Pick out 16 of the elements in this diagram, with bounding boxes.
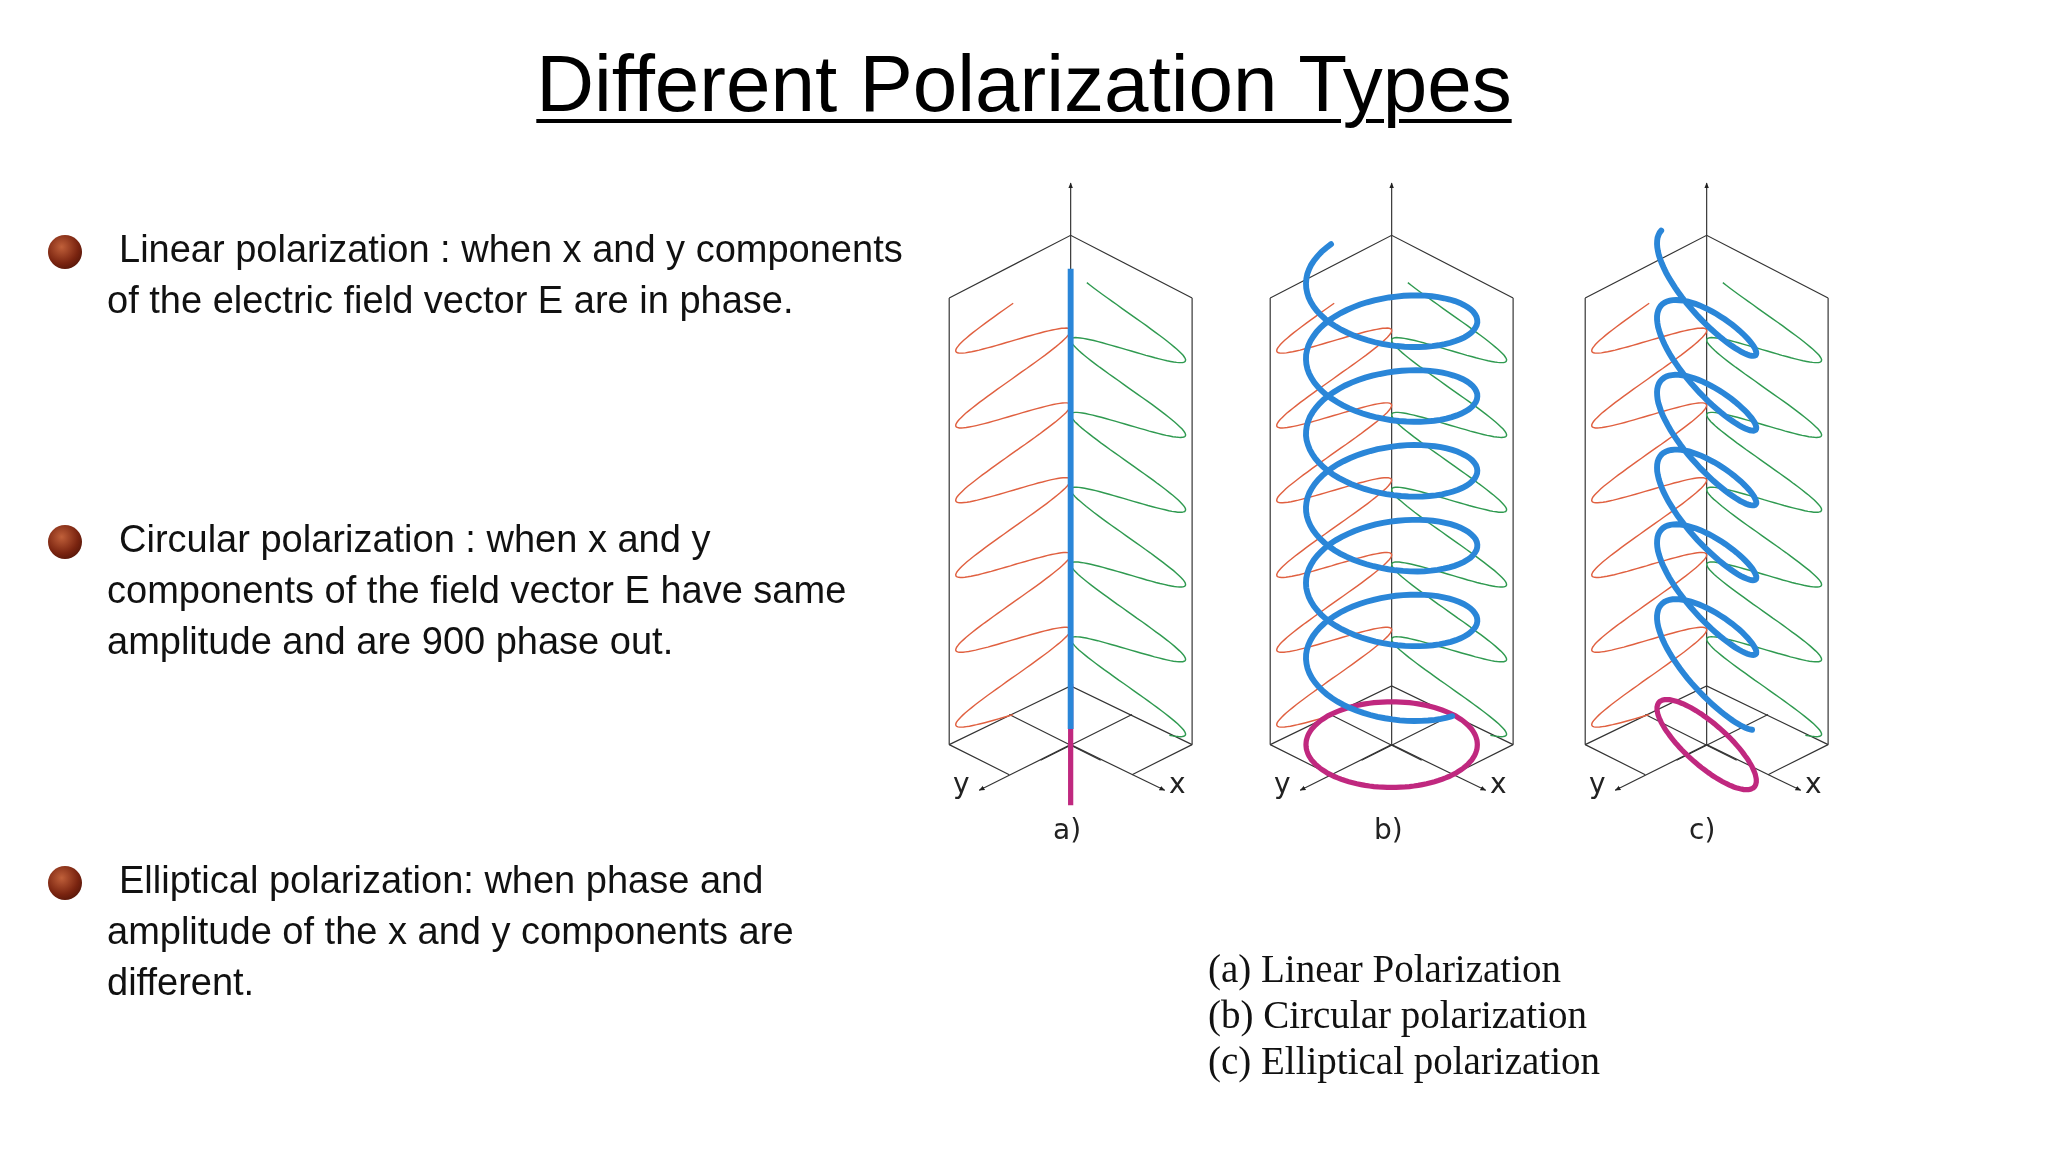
panel-label: a) — [1053, 816, 1082, 844]
axis-label: y — [1589, 770, 1606, 798]
bullet-text: Linear polarization : when x and y components of the electric field vector E are in phase. — [107, 227, 904, 323]
caption-line: (c) Elliptical polarization — [1208, 1038, 1600, 1083]
panel-label: b) — [1374, 816, 1403, 844]
caption-line: (a) Linear Polarization — [1208, 946, 1561, 991]
panel-label: c) — [1689, 816, 1716, 844]
axis-label: x — [1169, 770, 1186, 798]
axis-label: y — [953, 770, 970, 798]
axis-label: y — [1274, 770, 1291, 798]
caption-line: (b) Circular polarization — [1208, 992, 1587, 1037]
bullet-text: Elliptical polarization: when phase and amplitude of the x and y components are different. — [107, 858, 795, 1005]
axis-label: x — [1805, 770, 1822, 798]
bullet-text: Circular polarization : when x and y components of the field vector E have same amplitude and are 900 phase out. — [107, 517, 848, 664]
title: Different Polarization Types — [536, 39, 1512, 128]
axis-label: x — [1490, 770, 1507, 798]
